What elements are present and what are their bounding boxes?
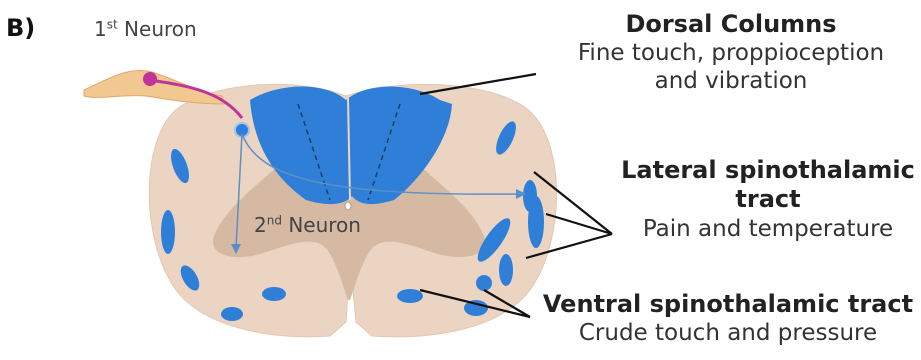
lateral-spinothalamic-title-2: tract (618, 185, 918, 214)
neuron-cell-body (143, 72, 157, 86)
tract-blob (262, 287, 286, 301)
ventral-spinothalamic-sub: Crude touch and pressure (540, 319, 916, 347)
tract-blob (397, 289, 423, 303)
second-neuron-suffix: nd (267, 213, 282, 227)
lateral-spinothalamic-title-1: Lateral spinothalamic (618, 156, 918, 185)
dorsal-columns-label: Dorsal Columns Fine touch, proppioceptio… (546, 10, 916, 95)
first-neuron-text: Neuron (118, 17, 197, 41)
first-neuron-label: 1st Neuron (94, 17, 197, 41)
dorsal-columns-sub-2: and vibration (546, 67, 916, 95)
second-neuron-ordinal: 2 (254, 213, 267, 237)
dorsal-columns-sub-1: Fine touch, proppioception (546, 39, 916, 67)
central-canal (345, 202, 351, 210)
first-neuron-suffix: st (107, 17, 118, 31)
ventral-spinothalamic-title: Ventral spinothalamic tract (540, 290, 916, 319)
second-neuron-label: 2nd Neuron (254, 213, 361, 237)
tract-blob (476, 275, 492, 291)
lateral-pointer-line-b (546, 214, 612, 234)
ventral-spinothalamic-label: Ventral spinothalamic tract Crude touch … (540, 290, 916, 347)
lateral-spinothalamic-label: Lateral spinothalamic tract Pain and tem… (618, 156, 918, 243)
tract-blob (221, 307, 243, 321)
tract-blob (528, 196, 544, 248)
first-neuron-ordinal: 1 (94, 17, 107, 41)
dorsal-columns-title: Dorsal Columns (546, 10, 916, 39)
tract-blob (161, 210, 175, 254)
lateral-spinothalamic-sub: Pain and temperature (618, 215, 918, 243)
second-neuron-text: Neuron (282, 213, 361, 237)
tract-blob (499, 254, 513, 286)
